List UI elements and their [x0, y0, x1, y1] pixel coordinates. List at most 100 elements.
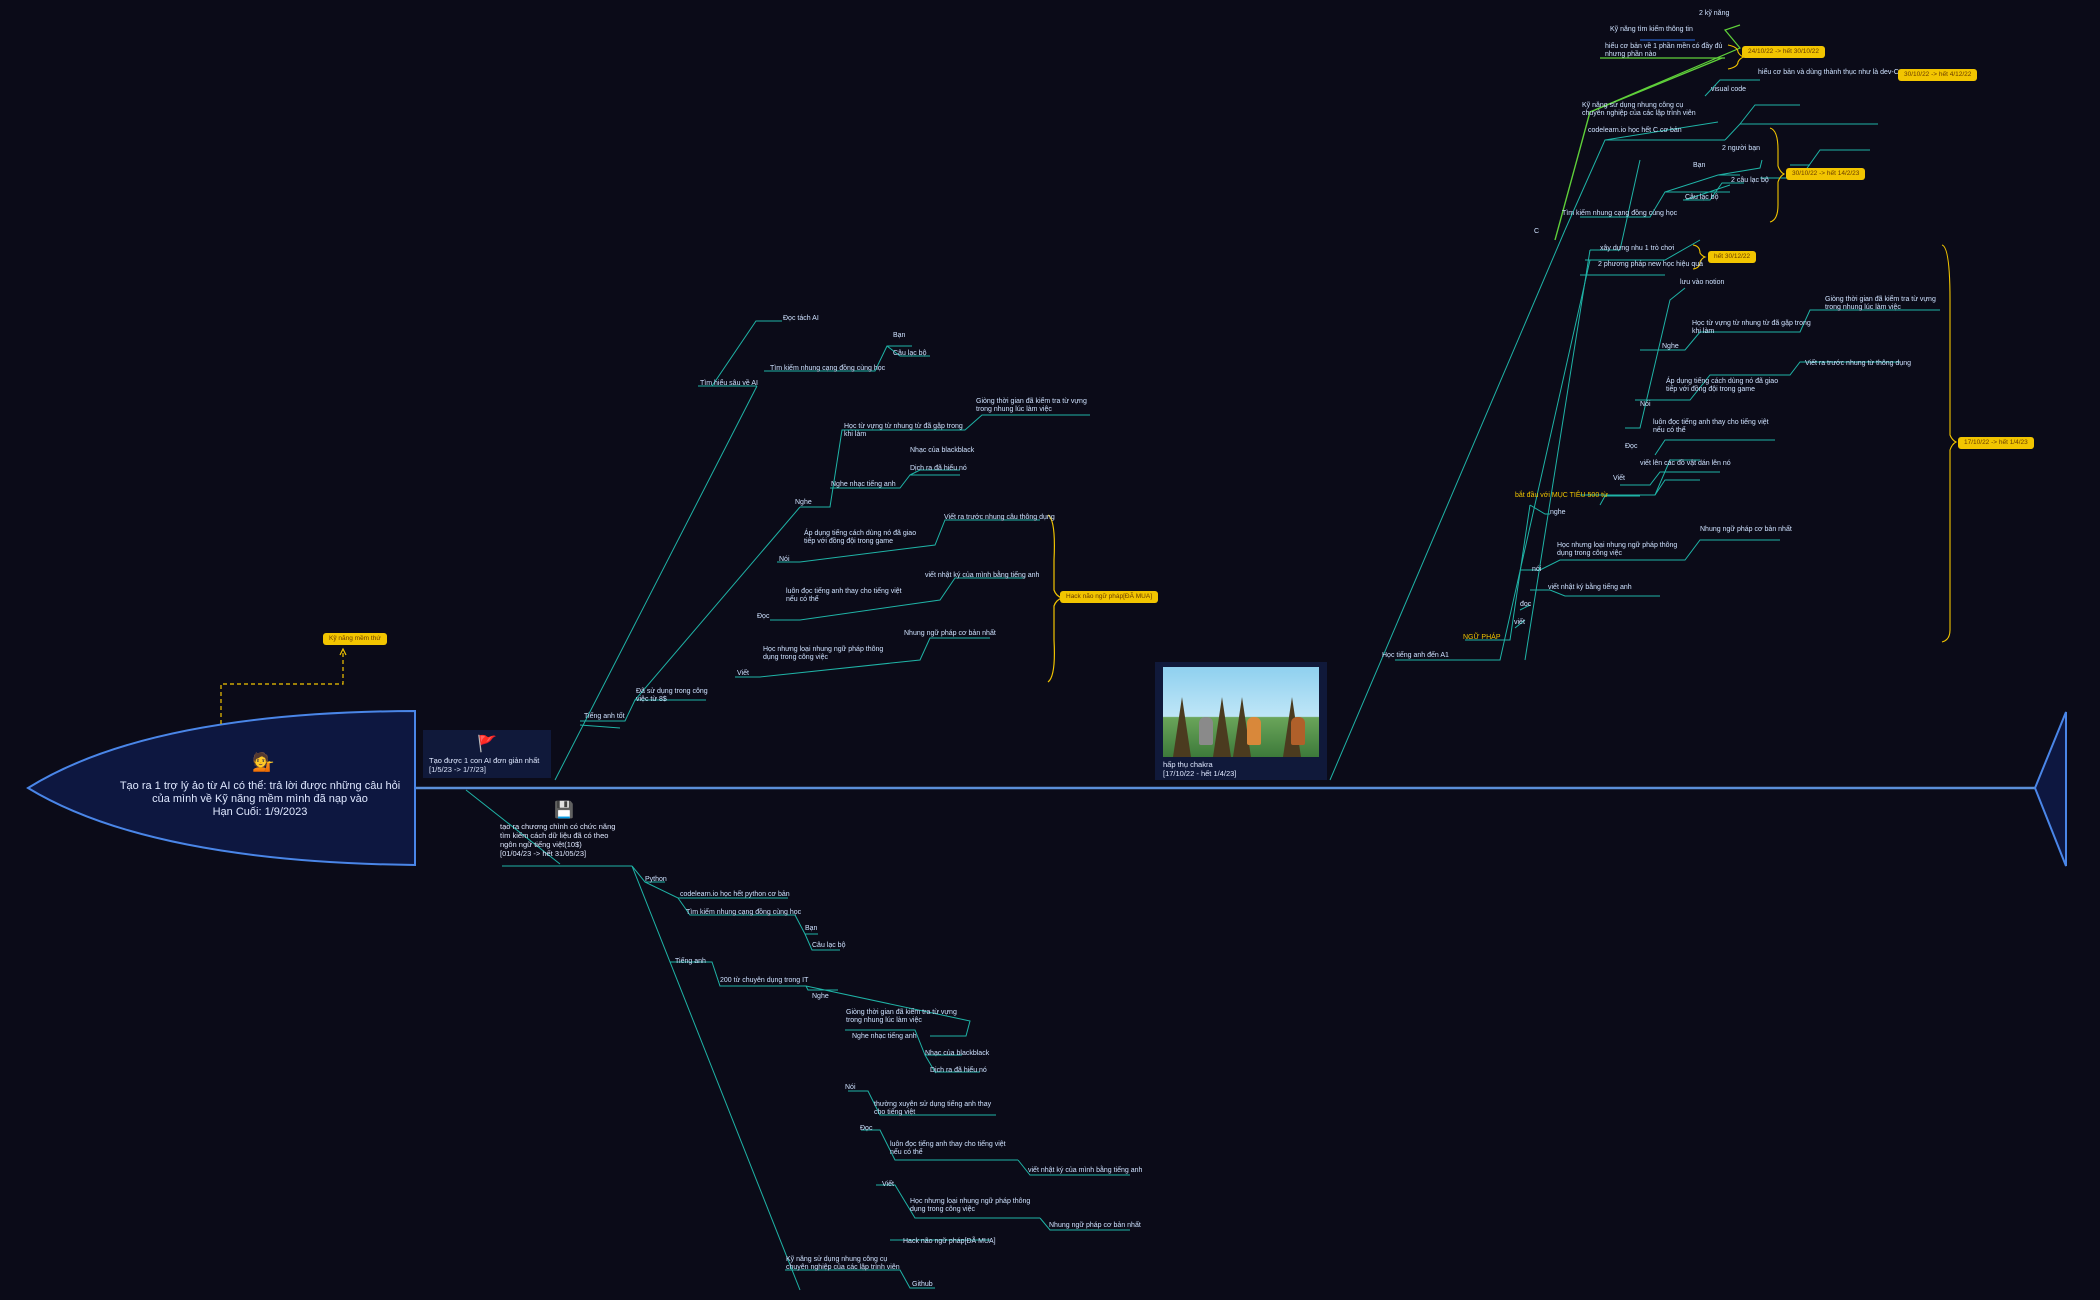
node-doc-2[interactable]: Đọc [860, 1125, 873, 1132]
milestone-2[interactable]: 💾 tạo ra chương chình có chức năng tìm k… [494, 796, 622, 866]
node-noi-c[interactable]: Nói [1640, 401, 1651, 408]
milestone-1[interactable]: 🚩 Tạo được 1 con AI đơn giản nhất [1/5/2… [423, 730, 551, 778]
node-giong-thoi-gian[interactable]: Giòng thời gian đã kiểm tra từ vựng tron… [976, 398, 1087, 413]
tag-hack-nao[interactable]: Hack não ngữ pháp[ĐÃ MUA] [1060, 591, 1159, 603]
node-phuong-phap[interactable]: 2 phương pháp new học hiệu quả [1598, 261, 1704, 268]
node-viet-nhat[interactable]: viết nhật ký bằng tiếng anh [1548, 584, 1632, 591]
node-viet-c[interactable]: Viết [1613, 475, 1625, 482]
node-visual-code[interactable]: visual code [1711, 86, 1747, 93]
node-giong-2[interactable]: Giòng thời gian đã kiểm tra từ vựng tron… [846, 1009, 957, 1024]
node-hieu-co-ban[interactable]: hiểu cơ bản về 1 phần mền có đầy đủ nhưn… [1605, 43, 1723, 58]
brace-tag5 [1941, 244, 1958, 643]
node-ban-c[interactable]: Bạn [1693, 162, 1706, 169]
tag-date-3[interactable]: 30/10/22 -> hết 14/2/23 [1786, 168, 1866, 180]
node-ban[interactable]: Bạn [893, 332, 906, 339]
node-hieu-co-ban-vs[interactable]: hiểu cơ bản và dùng thành thục như là de… [1758, 69, 1899, 76]
milestone-3-date: [17/10/22 - hết 1/4/23] [1163, 769, 1237, 778]
node-hack-2[interactable]: Hack não ngữ pháp[ĐÃ MUA] [903, 1238, 996, 1245]
node-ban-2[interactable]: Bạn [805, 925, 818, 932]
tag-date-1[interactable]: 24/10/22 -> hết 30/10/22 [1742, 46, 1826, 58]
node-nghe[interactable]: Nghe [795, 499, 812, 506]
tag-date-2[interactable]: 30/10/22 -> hết 4/12/22 [1898, 69, 1978, 81]
brace-tag3 [1769, 127, 1786, 223]
node-giong-c[interactable]: Giòng thời gian đã kiểm tra từ vựng tron… [1825, 296, 1936, 311]
node-ky-nang-tim[interactable]: Kỹ năng tìm kiếm thông tin [1610, 26, 1693, 33]
milestone-2-date: [01/04/23 -> hết 31/05/23] [500, 849, 587, 858]
node-tieng-anh-a1[interactable]: Học tiếng anh đến A1 [1382, 652, 1449, 659]
node-noi[interactable]: Nói [779, 556, 790, 563]
head-tag[interactable]: Kỹ năng mềm thứ [323, 633, 387, 645]
node-clb-2[interactable]: Câu lạc bộ [812, 942, 846, 949]
tag-date-4[interactable]: hết 30/12/22 [1708, 251, 1757, 263]
node-codelearn-python[interactable]: codelearn.io học hết python cơ bản [680, 891, 790, 898]
node-nhung-ngu-phap[interactable]: Nhung ngữ pháp cơ bản nhất [904, 630, 996, 637]
node-cau-lac-bo[interactable]: Câu lạc bộ [893, 350, 927, 357]
central-title: Tạo ra 1 trợ lý ảo từ AI có thể: trả lời… [119, 780, 401, 805]
node-nhung-ngu[interactable]: Nhung ngữ pháp cơ bản nhất [1700, 526, 1792, 533]
node-luu-notion[interactable]: lưu vào notion [1680, 279, 1725, 286]
node-nghe-nhac[interactable]: Nghe nhạc tiếng anh [831, 481, 896, 488]
node-tim-hieu-ai[interactable]: Tìm hiểu sâu về AI [700, 380, 758, 387]
node-nhac-2[interactable]: Nhạc của blackblack [925, 1050, 990, 1057]
central-topic[interactable]: Tạo ra 1 trợ lý ảo từ AI có thể: trả lời… [115, 780, 405, 819]
node-luon-doc-2[interactable]: luôn đọc tiếng anh thay cho tiếng việt n… [890, 1141, 1006, 1156]
node-tieng-anh-2[interactable]: Tiếng anh [675, 958, 706, 965]
node-tim-kiem-c[interactable]: Tìm kiếm nhung cạng đồng cùng học [1562, 210, 1678, 217]
node-clb2[interactable]: 2 câu lạc bộ [1731, 177, 1769, 184]
node-codelearn-c[interactable]: codelearn.io học hết C cơ bản [1588, 127, 1682, 134]
node-ap-dung[interactable]: Áp dụng tiếng cách dùng nó đã giao tiếp … [804, 530, 917, 545]
node-clb-c[interactable]: Câu lạc bộ [1685, 194, 1719, 201]
node-nghe-2[interactable]: Nghe [812, 993, 829, 1000]
node-hoc-tu-vung[interactable]: Học từ vựng từ nhung từ đã gặp trong khi… [844, 423, 963, 438]
node-thuong-xuyen[interactable]: thường xuyên sử dụng tiếng anh thay cho … [874, 1101, 992, 1116]
node-xay-dung[interactable]: xây dựng nhu 1 trò chơi [1600, 245, 1675, 252]
node-luon-doc[interactable]: luôn đọc tiếng anh thay cho tiếng việt n… [786, 588, 902, 603]
node-ngu-phap-2[interactable]: Nhung ngữ pháp cơ bản nhất [1049, 1222, 1141, 1229]
node-viet-ra-c[interactable]: Viết ra trước nhung từ thông dụng [1805, 360, 1912, 367]
node-viet-nhat-ky[interactable]: viết nhật ký của mình bằng tiếng anh [925, 572, 1040, 579]
node-nghe2[interactable]: nghe [1550, 509, 1566, 516]
node-luon-doc-c[interactable]: luôn đọc tiếng anh thay cho tiếng việt n… [1653, 419, 1769, 434]
milestone-3[interactable]: hấp thụ chakra [17/10/22 - hết 1/4/23] [1155, 662, 1327, 780]
node-ky-nang-lower[interactable]: Kỹ năng sử dụng nhung công cụ chuyên ngh… [786, 1256, 900, 1271]
node-nhat-ky-2[interactable]: viết nhật ký của mình bằng tiếng anh [1028, 1167, 1143, 1174]
fish-tail [2033, 711, 2067, 867]
node-tim-kiem[interactable]: Tìm kiếm nhung cạng đồng cùng học [770, 365, 886, 372]
node-viet-2[interactable]: Viết [882, 1181, 894, 1188]
node-doc-tach-ai[interactable]: Đọc tách AI [783, 315, 819, 322]
node-viet[interactable]: Viết [737, 670, 749, 677]
node-dich-2[interactable]: Dịch ra đã hiểu nó [930, 1067, 987, 1074]
node-ky-nang-cong-cu[interactable]: Kỹ năng sử dụng nhung công cụ chuyên ngh… [1582, 102, 1696, 117]
node-hoc-nhung-c[interactable]: Học nhưng loại nhung ngữ pháp thông dụng… [1557, 542, 1678, 557]
node-hoc-nhung-2[interactable]: Học nhưng loại nhung ngữ pháp thông dụng… [910, 1198, 1031, 1213]
node-nhac-blackpink[interactable]: Nhạc của blackblack [910, 447, 975, 454]
node-nghe-c[interactable]: Nghe [1662, 343, 1679, 350]
node-hoc-tu-vung-c[interactable]: Học từ vựng từ nhung từ đã gặp trong khi… [1692, 320, 1811, 335]
node-nguoi-ban[interactable]: 2 người bạn [1722, 145, 1761, 152]
node-noi2[interactable]: nói [1532, 566, 1542, 573]
node-tieng-anh-tot[interactable]: Tiếng anh tốt [584, 713, 625, 720]
node-ngu-phap[interactable]: NGỮ PHÁP [1463, 634, 1501, 641]
tag-date-5[interactable]: 17/10/22 -> hết 1/4/23 [1958, 437, 2034, 449]
node-github[interactable]: Github [912, 1281, 933, 1288]
node-doc2[interactable]: đọc [1520, 601, 1532, 608]
node-nghe-nhac-2[interactable]: Nghe nhạc tiếng anh [852, 1033, 917, 1040]
node-dich-ra[interactable]: Dịch ra đã hiểu nó [910, 465, 967, 472]
node-doc[interactable]: Đọc [757, 613, 770, 620]
node-noi-2[interactable]: Nói [845, 1084, 856, 1091]
node-doc-c[interactable]: Đọc [1625, 443, 1638, 450]
node-python[interactable]: Python [645, 876, 667, 883]
node-tim-kiem-2[interactable]: Tìm kiếm nhung cạng đồng cùng học [686, 909, 802, 916]
node-viet-ra[interactable]: Viết ra trước nhung câu thông dụng [944, 514, 1055, 521]
node-da-su-dung[interactable]: Đã sử dụng trong công việc từ 8$ [636, 688, 708, 703]
node-c[interactable]: C [1534, 228, 1540, 235]
fish-head [26, 709, 416, 867]
node-200-tu[interactable]: 200 từ chuyên dụng trong IT [720, 977, 809, 984]
node-ap-dung-c[interactable]: Áp dụng tiếng cách dùng nó đã giao tiếp … [1666, 378, 1779, 393]
node-ky-nang-2[interactable]: 2 kỹ năng [1699, 10, 1730, 17]
node-hoc-nhung-loai[interactable]: Học nhưng loại nhung ngữ pháp thông dụng… [763, 646, 884, 661]
node-viet-len[interactable]: viết lên các đồ vật dán lên nó [1640, 460, 1731, 467]
milestone-1-text: Tạo được 1 con AI đơn giản nhất [429, 756, 540, 765]
node-viet2[interactable]: viết [1514, 619, 1525, 626]
node-bat-dau[interactable]: bắt đầu với MỤC TIÊU 500 từ [1515, 492, 1608, 499]
